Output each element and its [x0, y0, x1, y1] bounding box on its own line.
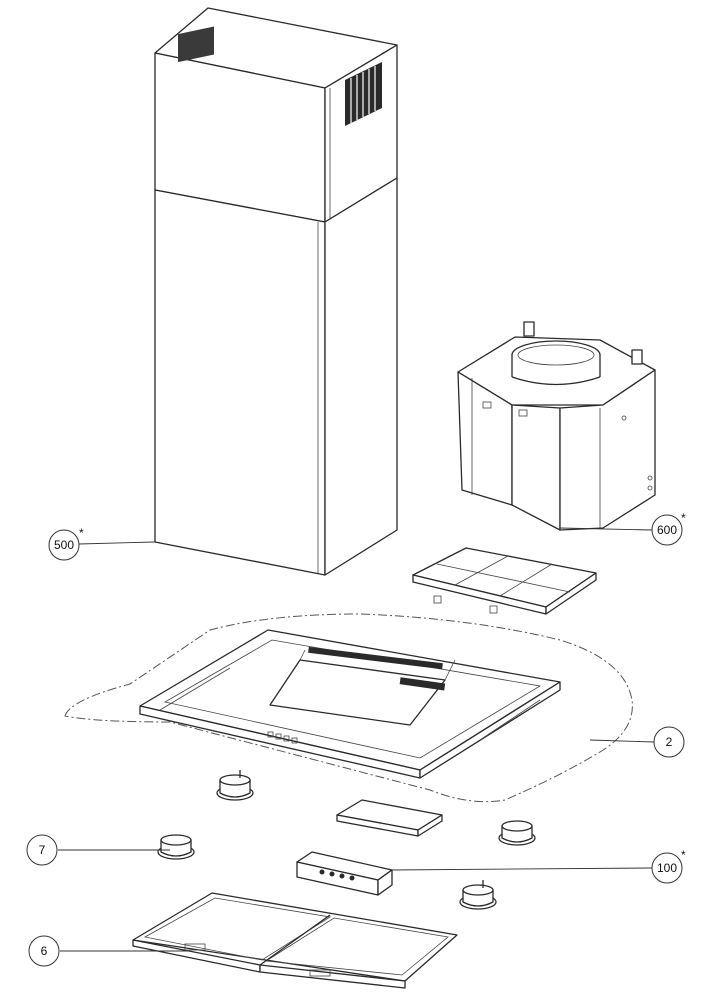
led-lamp: [459, 880, 497, 910]
callout-500: 500 *: [48, 526, 84, 561]
carbon-filter-frame: [412, 547, 597, 615]
callout-label: 2: [666, 735, 673, 749]
led-lamp: [216, 770, 254, 801]
callout-7: 7: [26, 834, 58, 866]
chimney-cover: [154, 7, 398, 576]
motor-unit: [457, 321, 656, 531]
callout-label: 600: [657, 523, 677, 537]
led-lamp: [157, 834, 195, 860]
leader-line-2: [589, 739, 655, 743]
callout-6: 6: [28, 935, 60, 967]
leader-line-100: [389, 867, 653, 871]
callout-600: 600 *: [651, 511, 686, 546]
vent-grille-left: [178, 26, 214, 63]
hood-body: [139, 629, 561, 779]
callout-star: *: [79, 526, 84, 540]
led-lamp: [498, 820, 536, 846]
callout-label: 500: [54, 538, 74, 552]
callout-2: 2: [653, 726, 685, 758]
control-buttons: [267, 731, 298, 744]
vent-grille-right: [345, 62, 382, 126]
callout-star: *: [681, 848, 686, 862]
control-box: [296, 851, 393, 896]
grease-filter-panels: [132, 892, 458, 989]
electrical-cover-plate: [336, 799, 443, 837]
glass-canopy: [64, 613, 633, 803]
leader-line-500: [78, 541, 156, 545]
callout-100: 100 *: [651, 848, 686, 884]
callout-label: 6: [41, 944, 48, 958]
leader-line-600: [559, 527, 653, 531]
callout-star: *: [681, 511, 686, 525]
callout-label: 100: [657, 861, 677, 875]
callout-label: 7: [39, 843, 46, 857]
